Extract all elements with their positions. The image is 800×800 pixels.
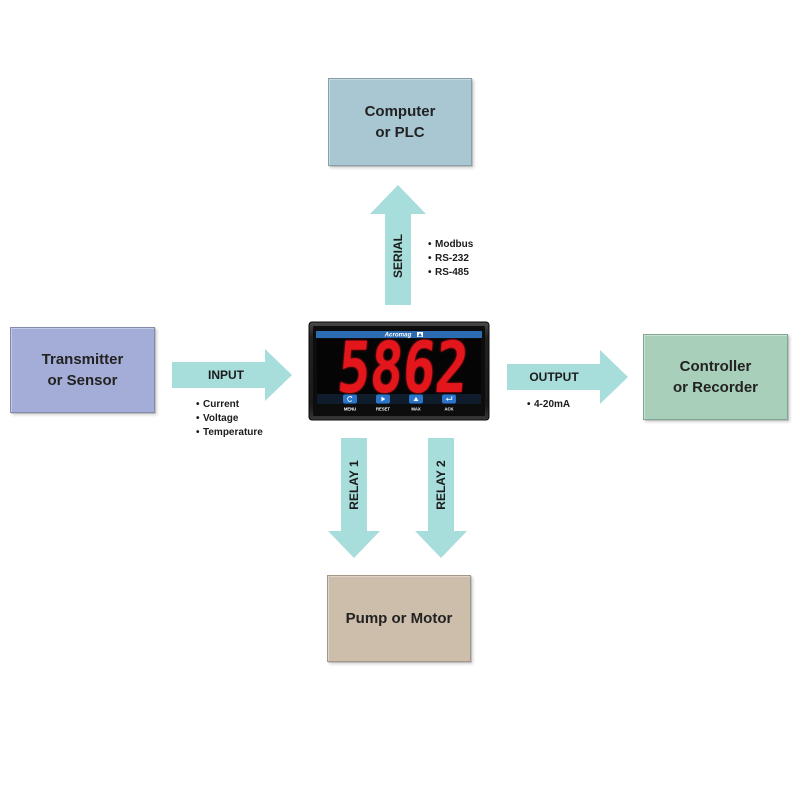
pump-or-motor-box: Pump or Motor: [327, 575, 471, 662]
up-triangle-icon: [413, 396, 419, 401]
relay-1-connection: RELAY 1: [328, 438, 380, 558]
list-item: 4-20mA: [527, 398, 570, 412]
output-connection: OUTPUT: [507, 350, 628, 404]
output-label: OUTPUT: [529, 370, 579, 384]
output-type-list: 4-20mA: [527, 398, 570, 412]
menu-button: MENU: [343, 394, 357, 412]
menu-button-face: [343, 394, 357, 404]
controller-or-recorder-box: Controller or Recorder: [643, 334, 788, 420]
input-label: INPUT: [208, 368, 245, 382]
panel-meter: Acromag 5862 MENU: [308, 321, 490, 421]
list-item: Modbus: [428, 238, 473, 252]
max-button-label: MAX: [411, 407, 421, 412]
transmitter-box-line-2: or Sensor: [47, 372, 118, 389]
play-icon: [381, 396, 386, 402]
menu-button-label: MENU: [344, 407, 356, 412]
list-item: Voltage: [196, 412, 263, 426]
relay-2-label: RELAY 2: [434, 460, 448, 510]
max-button: MAX: [409, 394, 423, 412]
return-arrow-icon: [445, 396, 453, 401]
serial-label: SERIAL: [391, 234, 405, 278]
serial-connection: SERIAL: [370, 185, 426, 305]
transmitter-or-sensor-box: Transmitter or Sensor: [10, 327, 155, 413]
pump-box-label: Pump or Motor: [345, 610, 453, 627]
reset-button-label: RESET: [376, 407, 390, 412]
list-item: Temperature: [196, 426, 263, 440]
output-arrow: [507, 350, 628, 404]
controller-box-line-2: or Recorder: [672, 379, 759, 396]
input-connection: INPUT: [172, 349, 292, 401]
computer-or-plc-box: Computer or PLC: [328, 78, 472, 166]
controller-box-line-1: Controller: [679, 358, 752, 375]
computer-box-line-2: or PLC: [375, 124, 425, 141]
relay-2-arrow: [415, 438, 467, 558]
button-band: [317, 394, 481, 404]
ack-button: ACK: [442, 394, 456, 412]
transmitter-box-line-1: Transmitter: [41, 351, 124, 368]
relay-2-connection: RELAY 2: [415, 438, 467, 558]
serial-protocol-list: Modbus RS-232 RS-485: [428, 238, 473, 280]
input-arrow: [172, 349, 292, 401]
relay-1-label: RELAY 1: [347, 460, 361, 510]
relay-1-arrow: [328, 438, 380, 558]
ack-button-label: ACK: [444, 407, 453, 412]
input-type-list: Current Voltage Temperature: [196, 398, 263, 440]
reset-button: RESET: [376, 394, 390, 412]
list-item: RS-232: [428, 252, 473, 266]
brand-band: [316, 331, 482, 338]
brand-name: Acromag: [384, 332, 412, 339]
loop-arrow-icon: [347, 396, 353, 402]
acromag-logo-icon: [417, 332, 423, 337]
serial-arrow: [370, 185, 426, 305]
display-window: [317, 339, 481, 394]
list-item: Current: [196, 398, 263, 412]
computer-box-line-1: Computer: [364, 103, 436, 120]
list-item: RS-485: [428, 266, 473, 280]
